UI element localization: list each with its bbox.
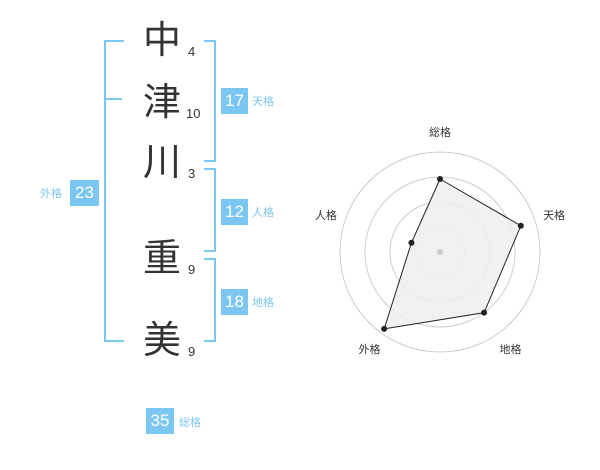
- radar-axis-label-4: 外格: [358, 342, 380, 356]
- radar-point-3: [481, 309, 488, 316]
- name-char-2: 津: [142, 80, 181, 124]
- jinkaku-bracket: [204, 168, 216, 252]
- stroke-count-3: 3: [188, 166, 196, 181]
- gaikaku-badge: 23: [70, 180, 99, 206]
- radar-axis-label-3: 地格: [500, 342, 522, 356]
- radar-axis-label-2: 天格: [543, 208, 565, 222]
- radar-center-dot: [437, 249, 443, 255]
- radar-ring: [339, 151, 541, 353]
- chikaku-badge: 18: [221, 289, 248, 315]
- radar-axis-label-1: 総格: [429, 125, 451, 139]
- name-char-5: 美: [142, 318, 181, 362]
- stroke-count-5: 9: [188, 344, 196, 359]
- jinkaku-badge: 12: [221, 199, 248, 225]
- tenkaku-bracket: [204, 40, 216, 162]
- soukaku-label: 総格: [179, 416, 201, 429]
- gaikaku-label: 外格: [40, 187, 62, 200]
- stroke-count-2: 10: [186, 106, 201, 121]
- stroke-count-1: 4: [188, 44, 196, 59]
- chikaku-bracket: [204, 258, 216, 342]
- gaikaku-bracket-inner-tick: [104, 98, 122, 100]
- jinkaku-label: 人格: [252, 206, 274, 219]
- name-char-1: 中: [142, 18, 181, 62]
- radar-point-2: [517, 222, 524, 229]
- chikaku-label: 地格: [252, 296, 274, 309]
- name-char-4: 重: [142, 236, 181, 280]
- radar-point-5: [408, 239, 415, 246]
- gaikaku-bracket: [104, 40, 124, 342]
- name-char-3: 川: [142, 140, 181, 184]
- tenkaku-label: 天格: [252, 95, 274, 108]
- radar-series-area: [383, 178, 522, 330]
- radar-point-4: [381, 325, 388, 332]
- soukaku-badge: 35: [146, 408, 174, 434]
- stroke-count-4: 9: [188, 262, 196, 277]
- tenkaku-badge: 17: [221, 88, 248, 114]
- radar-axis-label-5: 人格: [315, 208, 337, 222]
- radar-point-1: [437, 176, 443, 182]
